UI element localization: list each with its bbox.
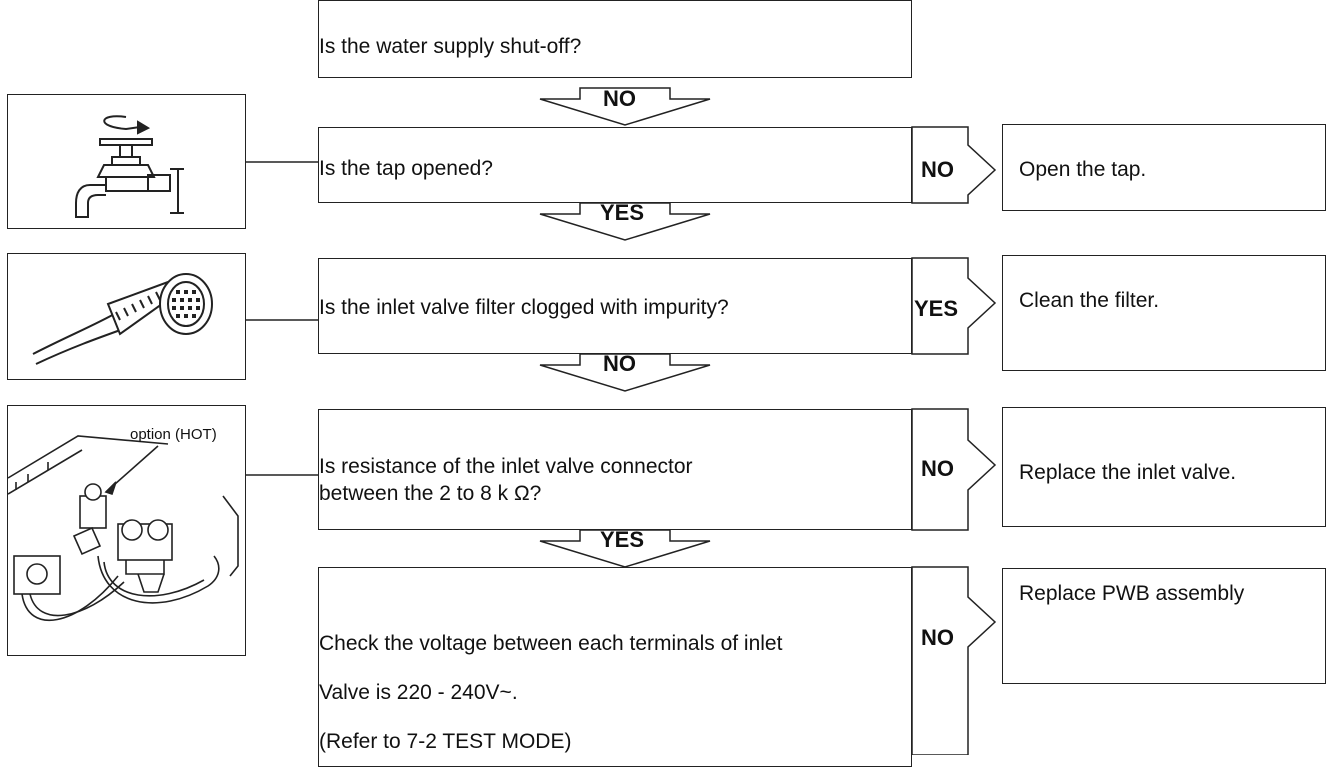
step-text: between the 2 to 8 k Ω? bbox=[319, 482, 542, 505]
step-box-resistance: Is resistance of the inlet valve connect… bbox=[318, 409, 912, 530]
side-label: NO bbox=[921, 157, 954, 182]
step-text: Is the tap opened? bbox=[319, 157, 493, 180]
inlet-valve-icon bbox=[8, 435, 239, 621]
down-arrow-2 bbox=[539, 202, 711, 241]
step-text: Is resistance of the inlet valve connect… bbox=[319, 455, 693, 478]
down-label: NO bbox=[603, 351, 636, 376]
step-text: Is the water supply shut-off? bbox=[319, 35, 582, 58]
side-label: NO bbox=[921, 625, 954, 650]
step-box-water-supply: Is the water supply shut-off? bbox=[318, 0, 912, 78]
side-label: NO bbox=[921, 456, 954, 481]
tap-icon bbox=[75, 115, 184, 218]
action-text: Replace the inlet valve. bbox=[1019, 461, 1237, 484]
side-arrow-2 bbox=[911, 257, 997, 355]
down-arrow-3 bbox=[539, 353, 711, 392]
step-text: (Refer to 7-2 TEST MODE) bbox=[319, 730, 572, 753]
action-box-clean-filter: Clean the filter. bbox=[1002, 255, 1326, 371]
down-arrow-1 bbox=[539, 87, 711, 126]
valve-illustration-panel: option (HOT) bbox=[7, 405, 246, 656]
step-text: Is the inlet valve filter clogged with i… bbox=[319, 296, 729, 319]
down-label: YES bbox=[600, 200, 645, 225]
brush-illustration-panel bbox=[7, 253, 246, 380]
action-text: Clean the filter. bbox=[1019, 289, 1160, 312]
down-label: YES bbox=[600, 527, 645, 552]
action-text: Replace PWB assembly bbox=[1019, 582, 1245, 605]
step-box-filter-clogged: Is the inlet valve filter clogged with i… bbox=[318, 258, 912, 354]
action-box-replace-valve: Replace the inlet valve. bbox=[1002, 407, 1326, 527]
action-text: Open the tap. bbox=[1019, 158, 1147, 181]
step-text: Check the voltage between each terminals… bbox=[319, 632, 783, 655]
down-label: NO bbox=[603, 86, 636, 111]
side-arrow-4 bbox=[911, 566, 997, 755]
brush-filter-icon bbox=[32, 273, 213, 365]
tap-illustration-panel bbox=[7, 94, 246, 229]
down-arrow-4 bbox=[539, 529, 711, 568]
side-label: YES bbox=[914, 296, 959, 321]
step-box-voltage-check: Check the voltage between each terminals… bbox=[318, 567, 912, 767]
action-box-open-tap: Open the tap. bbox=[1002, 124, 1326, 211]
step-box-tap-opened: Is the tap opened? bbox=[318, 127, 912, 203]
action-box-replace-pwb: Replace PWB assembly bbox=[1002, 568, 1326, 684]
valve-option-label: option (HOT) bbox=[130, 426, 217, 443]
side-arrow-3 bbox=[911, 408, 997, 531]
side-arrow-1 bbox=[911, 126, 997, 204]
step-text: Valve is 220 - 240V~. bbox=[319, 681, 518, 704]
